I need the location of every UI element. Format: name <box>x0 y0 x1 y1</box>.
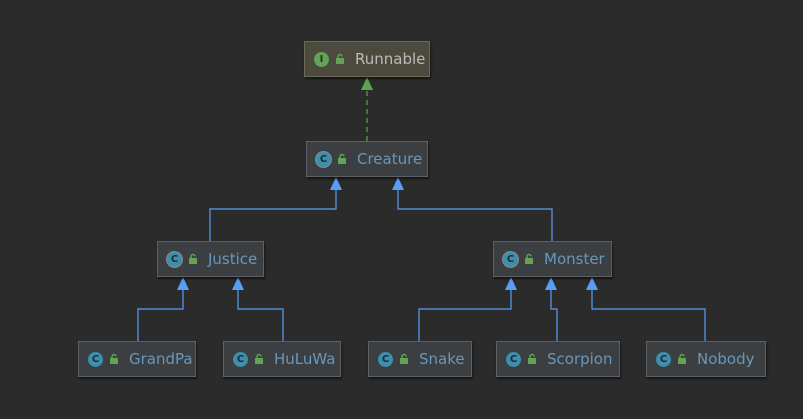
arrowhead <box>177 277 189 290</box>
public-lock-icon <box>525 253 533 264</box>
node-runnable[interactable]: I Runnable <box>304 41 430 77</box>
abstract-class-icon: C <box>167 251 182 267</box>
edge-scorpion-to-monster <box>545 277 558 341</box>
edge-snake-to-monster <box>418 277 517 341</box>
class-icon: C <box>233 351 248 367</box>
node-grandpa[interactable]: C GrandPa <box>78 341 196 377</box>
public-lock-icon <box>338 153 346 164</box>
arrowhead <box>586 277 598 290</box>
node-label: Runnable <box>355 50 426 68</box>
node-huluwa[interactable]: C HuLuWa <box>223 341 341 377</box>
edge-line <box>591 290 706 341</box>
arrowhead <box>232 277 244 290</box>
edge-grandpa-to-justice <box>137 277 189 341</box>
edge-line <box>209 190 337 241</box>
node-label: Creature <box>357 150 423 168</box>
edge-creature-to-runnable <box>361 77 373 141</box>
public-lock-icon <box>189 253 197 264</box>
node-scorpion[interactable]: C Scorpion <box>496 341 620 377</box>
interface-icon: I <box>314 51 329 67</box>
public-lock-icon <box>400 353 408 364</box>
node-creature[interactable]: C Creature <box>306 141 428 177</box>
node-snake[interactable]: C Snake <box>368 341 472 377</box>
node-monster[interactable]: C Monster <box>493 241 612 277</box>
node-label: Snake <box>419 350 465 368</box>
edge-line <box>550 290 558 341</box>
node-justice[interactable]: C Justice <box>157 241 264 277</box>
node-label: Nobody <box>697 350 755 368</box>
node-label: HuLuWa <box>274 350 336 368</box>
arrowhead <box>330 177 342 190</box>
edge-line <box>237 290 284 341</box>
node-nobody[interactable]: C Nobody <box>646 341 766 377</box>
arrowhead <box>392 177 404 190</box>
edge-line <box>137 290 184 341</box>
node-label: Scorpion <box>547 350 613 368</box>
public-lock-icon <box>678 353 686 364</box>
arrowhead <box>361 77 373 90</box>
class-icon: C <box>88 351 103 367</box>
public-lock-icon <box>110 353 118 364</box>
edge-line <box>418 290 512 341</box>
public-lock-icon <box>528 353 536 364</box>
arrowhead <box>505 277 517 290</box>
abstract-class-icon: C <box>316 151 331 167</box>
class-icon: C <box>378 351 393 367</box>
abstract-class-icon: C <box>503 251 518 267</box>
node-label: GrandPa <box>129 350 193 368</box>
class-icon: C <box>506 351 521 367</box>
edge-monster-to-creature <box>392 177 553 241</box>
arrowhead <box>545 277 557 290</box>
class-icon: C <box>656 351 671 367</box>
edge-justice-to-creature <box>209 177 342 241</box>
node-label: Justice <box>208 250 258 268</box>
public-lock-icon <box>255 353 263 364</box>
edge-nobody-to-monster <box>586 277 706 341</box>
edge-huluwa-to-justice <box>232 277 284 341</box>
edge-line <box>397 190 553 241</box>
public-lock-icon <box>336 53 344 64</box>
node-label: Monster <box>544 250 605 268</box>
